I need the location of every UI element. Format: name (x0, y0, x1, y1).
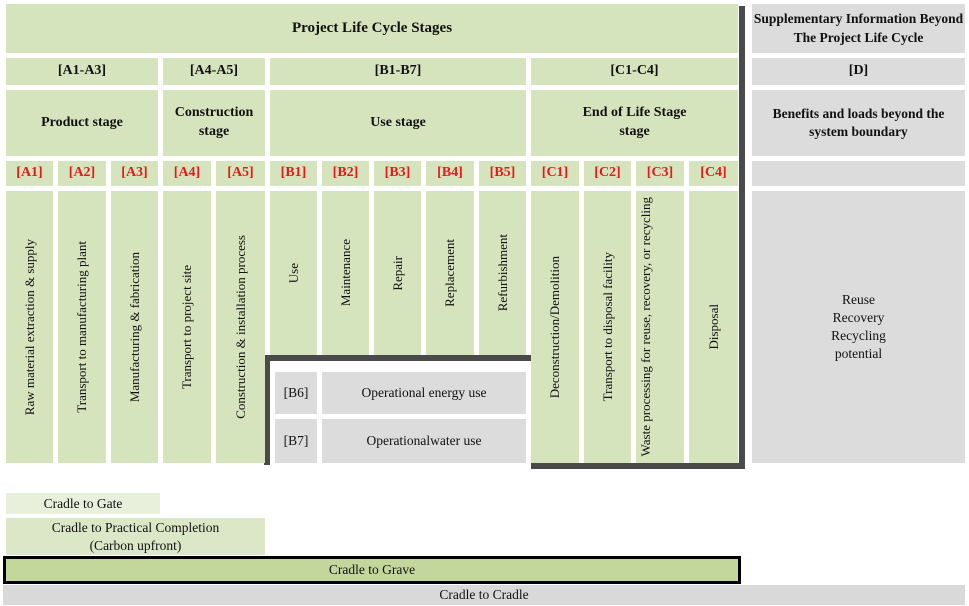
scope-cradle-to-practical-completion: Cradle to Practical Completion (Carbon u… (6, 518, 265, 555)
module-a2: Transport to manufacturing plant (58, 191, 106, 463)
module-b3: Repair (374, 191, 421, 355)
module-b1: Use (270, 191, 317, 355)
group-code-c1-c4: [C1-C4] (531, 58, 738, 85)
module-a3: Manufacturing & fabrication (111, 191, 158, 463)
module-c2: Transport to disposal facility (584, 191, 631, 463)
module-code-a4: [A4] (163, 161, 211, 186)
module-code-b3: [B3] (374, 161, 421, 186)
module-code-a5: [A5] (216, 161, 265, 186)
module-d-description: Reuse Recovery Recycling potential (752, 191, 965, 463)
module-b2: Maintenance (322, 191, 369, 355)
module-code-c2: [C2] (584, 161, 631, 186)
group-name-construction: Construction stage (163, 90, 265, 156)
group-name-product: Product stage (6, 90, 158, 156)
module-b4: Replacement (426, 191, 474, 355)
group-code-a1-a3: [A1-A3] (6, 58, 158, 85)
supplementary-info-title: Supplementary Information Beyond The Pro… (752, 4, 965, 53)
module-label-a4: Transport to project site (179, 264, 195, 390)
operational-code-b6: [B6] (275, 372, 317, 414)
module-label-b3: Repair (389, 255, 405, 291)
module-label-b5: Refurbishment (494, 234, 510, 312)
module-label-c2: Transport to disposal facility (599, 252, 615, 402)
module-a5: Construction & installation process (216, 191, 265, 463)
module-code-b1: [B1] (270, 161, 317, 186)
operational-energy-use: Operational energy use (322, 372, 526, 414)
module-code-a2: [A2] (58, 161, 106, 186)
module-c1: Deconstruction/Demolition (531, 191, 579, 463)
frame-shadow-right (739, 6, 745, 469)
project-life-cycle-title: Project Life Cycle Stages (6, 4, 738, 53)
scope-cradle-to-cradle: Cradle to Cradle (3, 585, 965, 605)
module-b5: Refurbishment (479, 191, 526, 355)
module-code-a1: [A1] (6, 161, 53, 186)
scope-cradle-to-grave: Cradle to Grave (3, 556, 741, 584)
module-label-a2: Transport to manufacturing plant (74, 241, 90, 413)
group-name-beyond-boundary: Benefits and loads beyond the system bou… (752, 90, 965, 156)
module-code-b4: [B4] (426, 161, 474, 186)
group-name-use: Use stage (270, 90, 526, 156)
use-block-shadow-left (264, 355, 270, 465)
module-code-c3: [C3] (636, 161, 684, 186)
module-a1: Raw material extraction & supply (6, 191, 53, 463)
module-label-a5: Construction & installation process (232, 235, 248, 419)
module-c4: Disposal (689, 191, 738, 463)
module-label-c1: Deconstruction/Demolition (547, 255, 563, 399)
group-code-a4-a5: [A4-A5] (163, 58, 265, 85)
module-code-c4: [C4] (689, 161, 738, 186)
module-code-a3: [A3] (111, 161, 158, 186)
scope-cradle-to-gate: Cradle to Gate (6, 493, 160, 514)
module-label-c3: Waste processing for reuse, recovery, or… (638, 197, 653, 457)
module-code-d-blank (752, 161, 965, 186)
module-code-b2: [B2] (322, 161, 369, 186)
module-label-b1: Use (285, 262, 301, 284)
module-label-b4: Replacement (442, 239, 458, 307)
module-c3: Waste processing for reuse, recovery, or… (636, 191, 684, 463)
module-label-b2: Maintenance (337, 239, 353, 307)
operational-code-b7: [B7] (275, 419, 317, 463)
group-code-d: [D] (752, 58, 965, 85)
module-code-c1: [C1] (531, 161, 579, 186)
module-label-a3: Manufacturing & fabrication (126, 251, 142, 403)
group-code-b1-b7: [B1-B7] (270, 58, 526, 85)
module-code-b5: [B5] (479, 161, 526, 186)
operational-water-use: Operationalwater use (322, 419, 526, 463)
group-name-end-of-life: End of Life Stage stage (531, 90, 738, 156)
module-a4: Transport to project site (163, 191, 211, 463)
module-label-c4: Disposal (705, 304, 721, 350)
use-block-shadow (264, 355, 531, 361)
frame-shadow-bottom (531, 463, 745, 469)
module-label-a1: Raw material extraction & supply (21, 238, 37, 416)
